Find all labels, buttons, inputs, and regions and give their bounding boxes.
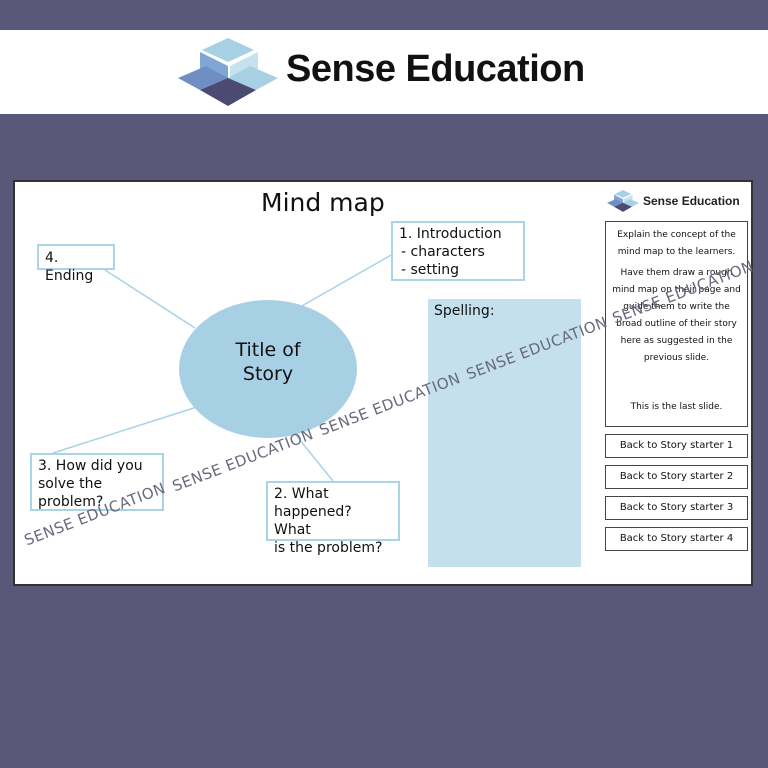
what-line2: happened? What (274, 504, 352, 538)
story-title-ellipse: Title of Story (179, 300, 357, 438)
spelling-label: Spelling: (434, 303, 495, 319)
slide-title: Mind map (261, 188, 385, 217)
notes-paragraph-2: Have them draw a rough mind map on their… (612, 268, 741, 363)
what-line1: 2. What (274, 486, 329, 502)
back-to-story-starter-1-button[interactable]: Back to Story starter 1 (605, 434, 748, 458)
mind-map-slide: Mind map 1. Introduction - characters - … (13, 180, 756, 586)
solve-problem-box: 3. How did you solve the problem? (30, 453, 164, 511)
ending-box: 4. Ending (37, 244, 115, 284)
solve-line2: solve the (38, 476, 103, 492)
solve-line3: problem? (38, 494, 104, 510)
ending-label: 4. Ending (45, 250, 94, 284)
introduction-box: 1. Introduction - characters - setting (391, 221, 525, 281)
spelling-panel: Spelling: (428, 299, 581, 567)
introduction-item-setting: - setting (401, 262, 460, 278)
teacher-notes: Explain the concept of the mind map to t… (605, 221, 748, 427)
what-happened-box: 2. What happened? What is the problem? (266, 481, 400, 556)
mind-map-connectors (52, 253, 394, 482)
back-to-story-starter-4-button[interactable]: Back to Story starter 4 (605, 527, 748, 551)
solve-line1: 3. How did you (38, 458, 143, 474)
back-to-story-starter-3-button[interactable]: Back to Story starter 3 (605, 496, 748, 520)
header-banner: Sense Education (0, 30, 768, 114)
back-to-story-starter-2-button[interactable]: Back to Story starter 2 (605, 465, 748, 489)
introduction-item-characters: - characters (401, 244, 485, 260)
story-title-line2: Story (242, 363, 294, 385)
side-brand: Sense Education (607, 190, 747, 214)
cube-stack-icon (178, 38, 278, 106)
side-brand-name: Sense Education (643, 194, 740, 208)
brand-name: Sense Education (286, 48, 585, 90)
notes-paragraph-3: This is the last slide. (630, 402, 723, 412)
story-title-label: Title of Story (179, 338, 357, 386)
introduction-title: 1. Introduction (399, 226, 502, 242)
what-line3: is the problem? (274, 540, 383, 556)
cube-stack-icon (607, 190, 639, 212)
story-title-line1: Title of (235, 339, 301, 361)
notes-paragraph-1: Explain the concept of the mind map to t… (617, 230, 736, 257)
